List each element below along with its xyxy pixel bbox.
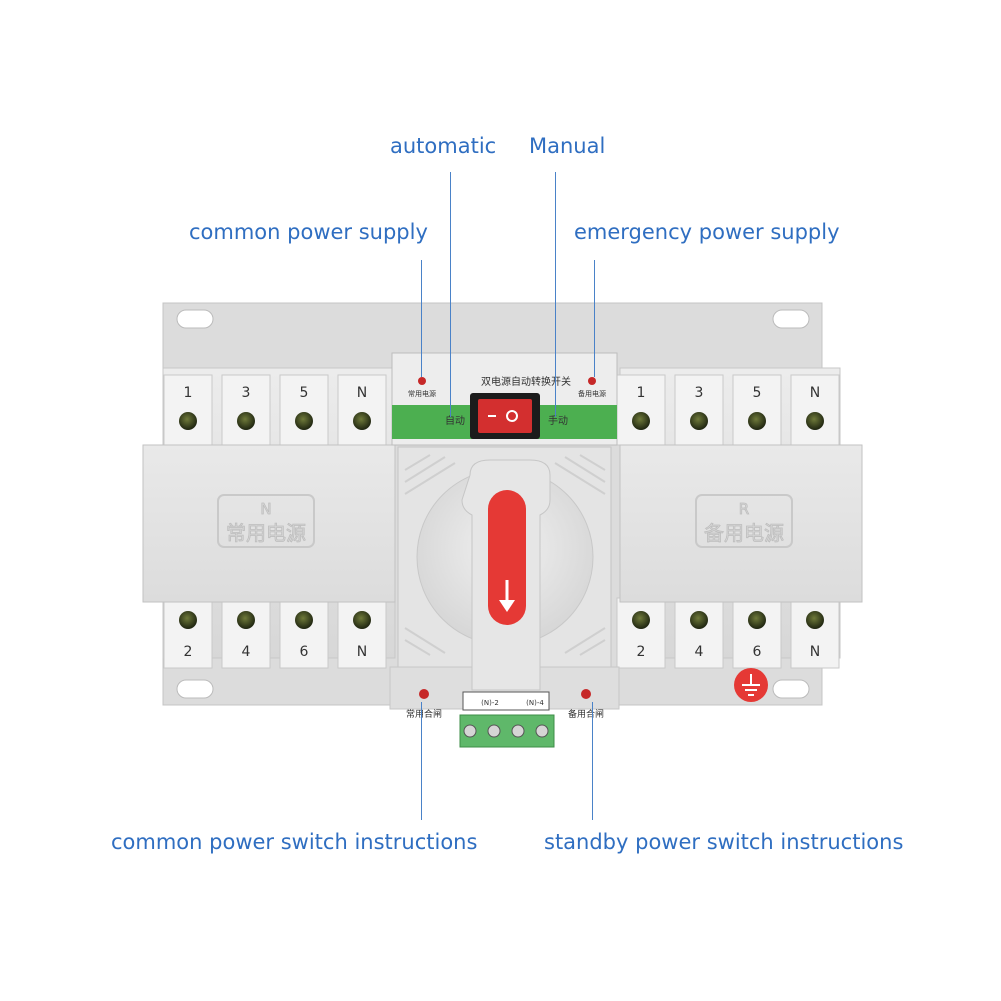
terminal-socket: 5 [732, 374, 782, 446]
left-module-name: 常用电源 [226, 521, 306, 545]
callout-common-power-supply: common power supply [189, 220, 428, 244]
terminal-screw[interactable] [353, 611, 371, 629]
mount-hole-bottom-right [772, 679, 810, 699]
left-bottom-terminals: 2 4 6 N [163, 597, 387, 669]
terminal-label: 6 [300, 644, 309, 660]
terminal-label: 1 [637, 385, 646, 401]
terminal-screw[interactable] [632, 611, 650, 629]
terminal-socket: 1 [616, 374, 666, 446]
terminal-socket: 6 [732, 597, 782, 669]
terminal-label: 6 [753, 644, 762, 660]
panel-title: 双电源自动转换开关 [481, 375, 571, 388]
left-module-cover [142, 444, 396, 603]
right-bottom-terminals: 2 4 6 N [616, 597, 840, 669]
callout-common-power-switch-instructions: common power switch instructions [111, 830, 478, 854]
terminal-label: 2 [184, 644, 193, 660]
callout-automatic: automatic [390, 134, 497, 158]
terminal-label: 3 [242, 385, 251, 401]
arrow-down-icon [499, 600, 515, 612]
terminal-screw[interactable] [748, 611, 766, 629]
terminal-label: N [810, 644, 820, 660]
terminal-socket: 4 [221, 597, 271, 669]
standby-status-label: 备用合闸 [568, 708, 604, 720]
left-top-terminals: 1 3 5 N [163, 374, 387, 446]
left-indicator-label: 常用电源 [408, 389, 436, 398]
terminal-socket: N [337, 597, 387, 669]
terminal-screw[interactable] [632, 412, 650, 430]
leader-automatic [450, 172, 451, 417]
signal-connector: (N)-2 (N)-4 [459, 691, 555, 748]
standby-status-led [581, 689, 591, 699]
terminal-label: 3 [695, 385, 704, 401]
mount-hole-bottom-left [176, 679, 214, 699]
terminal-socket: 4 [674, 597, 724, 669]
terminal-screw[interactable] [179, 412, 197, 430]
terminal-screw[interactable] [237, 611, 255, 629]
callout-emergency-power-supply: emergency power supply [574, 220, 840, 244]
mount-hole-top-left [176, 309, 214, 329]
terminal-label: N [810, 385, 820, 401]
mount-hole-top-right [772, 309, 810, 329]
terminal-socket: 1 [163, 374, 213, 446]
left-indicator-led [418, 377, 426, 385]
common-status-label: 常用合闸 [406, 708, 442, 720]
right-indicator-led [588, 377, 596, 385]
left-module-letter: N [260, 500, 271, 518]
terminal-label: 5 [753, 385, 762, 401]
right-module-letter: R [739, 500, 749, 518]
terminal-socket: N [790, 374, 840, 446]
terminal-screw[interactable] [179, 611, 197, 629]
callout-manual: Manual [529, 134, 606, 158]
terminal-label: 4 [695, 644, 704, 660]
callout-standby-power-switch-instructions: standby power switch instructions [544, 830, 904, 854]
terminal-socket: 2 [616, 597, 666, 669]
leader-common-power-supply [421, 260, 422, 377]
right-top-terminals: 1 3 5 N [616, 374, 840, 446]
terminal-screw[interactable] [748, 412, 766, 430]
terminal-socket: 6 [279, 597, 329, 669]
leader-standby-switch-instructions [592, 702, 593, 820]
terminal-socket: 3 [221, 374, 271, 446]
leader-common-switch-instructions [421, 702, 422, 820]
auto-label: 自动 [445, 414, 465, 427]
ground-icon [734, 668, 768, 702]
right-indicator-label: 备用电源 [578, 389, 606, 398]
right-module-cover [619, 444, 863, 603]
terminal-screw[interactable] [690, 611, 708, 629]
rotary-handle[interactable] [461, 459, 551, 691]
connector-right-label: (N)-4 [526, 699, 544, 707]
terminal-socket: 3 [674, 374, 724, 446]
terminal-screw[interactable] [690, 412, 708, 430]
terminal-socket: N [337, 374, 387, 446]
terminal-label: N [357, 385, 367, 401]
terminal-screw[interactable] [353, 412, 371, 430]
leader-emergency-power-supply [594, 260, 595, 377]
terminal-screw[interactable] [295, 611, 313, 629]
terminal-label: 5 [300, 385, 309, 401]
manual-label: 手动 [548, 414, 568, 427]
leader-manual [555, 172, 556, 417]
terminal-socket: 2 [163, 597, 213, 669]
terminal-label: 2 [637, 644, 646, 660]
terminal-screw[interactable] [806, 611, 824, 629]
terminal-socket: N [790, 597, 840, 669]
connector-left-label: (N)-2 [481, 699, 499, 707]
terminal-label: 4 [242, 644, 251, 660]
terminal-screw[interactable] [295, 412, 313, 430]
right-module-name: 备用电源 [704, 521, 784, 545]
auto-manual-rocker-switch[interactable] [470, 393, 540, 439]
terminal-screw[interactable] [806, 412, 824, 430]
terminal-screw[interactable] [237, 412, 255, 430]
terminal-label: 1 [184, 385, 193, 401]
common-status-led [419, 689, 429, 699]
terminal-socket: 5 [279, 374, 329, 446]
terminal-label: N [357, 644, 367, 660]
